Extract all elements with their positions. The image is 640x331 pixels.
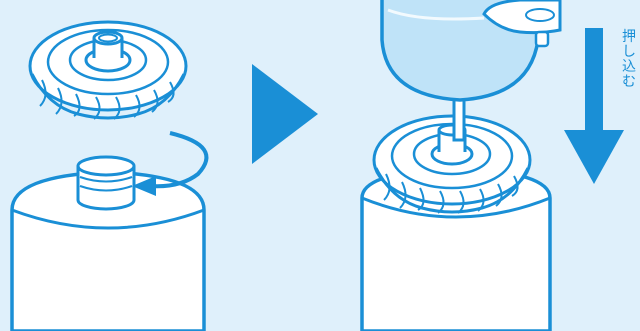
press-in-char-3: 込 [620,60,638,75]
press-in-char-4: む [620,75,638,90]
triangle-right-icon [252,64,318,164]
left-cap [30,22,186,119]
press-in-char-2: し [620,45,638,60]
curved-arrow-icon [132,133,206,196]
press-in-char-1: 押 [620,30,638,45]
press-in-label: 押 し 込 む [620,30,638,90]
arrow-down-icon [564,28,624,184]
left-bottle-neck [78,157,134,209]
